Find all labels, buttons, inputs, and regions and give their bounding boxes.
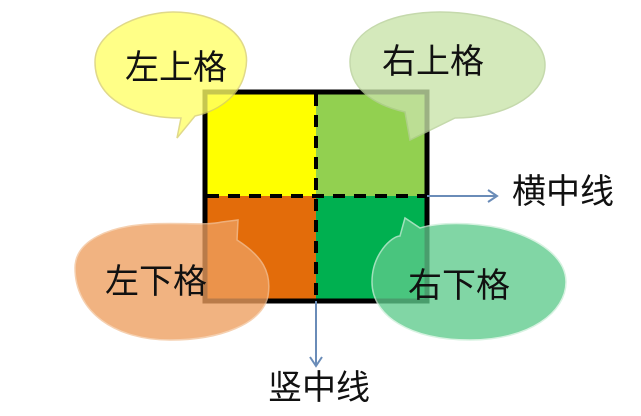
quadrant-top-left [205, 92, 316, 196]
label-bottom-left: 左下格 [105, 262, 207, 302]
label-top-right: 右上格 [382, 42, 484, 82]
vertical-midline-label: 竖中线 [268, 368, 370, 408]
horizontal-midline-arrow [427, 189, 499, 203]
vertical-midline-arrow [309, 301, 323, 368]
bubble-top-right [349, 11, 546, 142]
bubble-bottom-left [74, 219, 270, 341]
horizontal-midline-label: 横中线 [512, 172, 614, 212]
bubble-top-left [94, 11, 248, 139]
label-top-left: 左上格 [125, 48, 227, 88]
bubble-bottom-right [371, 216, 567, 341]
label-bottom-right: 右下格 [408, 266, 510, 306]
